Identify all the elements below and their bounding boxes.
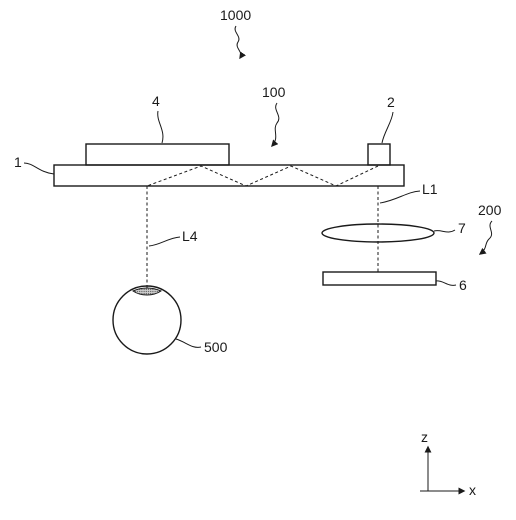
label-ray-l4: L4 <box>182 228 198 244</box>
eye-500 <box>112 285 182 355</box>
element-6 <box>322 271 437 286</box>
label-ray-l1: L1 <box>422 181 438 197</box>
label-lens: 7 <box>458 220 466 236</box>
leader-component-4 <box>157 110 164 144</box>
leader-element-6 <box>435 280 457 286</box>
label-eye: 500 <box>204 339 228 355</box>
leader-light-source <box>381 111 394 144</box>
leader-ray-l1 <box>379 190 421 204</box>
label-system: 1000 <box>220 7 251 23</box>
leader-device-200 <box>478 220 493 255</box>
label-light-source: 2 <box>387 94 395 110</box>
leader-eye <box>175 338 202 348</box>
leader-system <box>234 25 247 60</box>
leader-ray-l4 <box>148 236 181 247</box>
label-component-4: 4 <box>152 93 160 109</box>
eye-pupil <box>131 287 163 296</box>
light-guide-plate <box>53 164 405 187</box>
label-axis-z: z <box>421 429 428 445</box>
light-source-2 <box>367 143 391 166</box>
label-axis-x: x <box>469 482 476 498</box>
leader-display-device <box>271 102 280 148</box>
component-4 <box>85 143 230 166</box>
leader-light-guide <box>23 162 55 175</box>
label-light-guide: 1 <box>14 154 22 170</box>
label-element-6: 6 <box>459 277 467 293</box>
guided-rays <box>146 165 379 187</box>
leader-lens <box>433 229 456 233</box>
lens-7 <box>321 223 435 243</box>
label-device-200: 200 <box>478 202 502 218</box>
label-display-device: 100 <box>262 84 286 100</box>
